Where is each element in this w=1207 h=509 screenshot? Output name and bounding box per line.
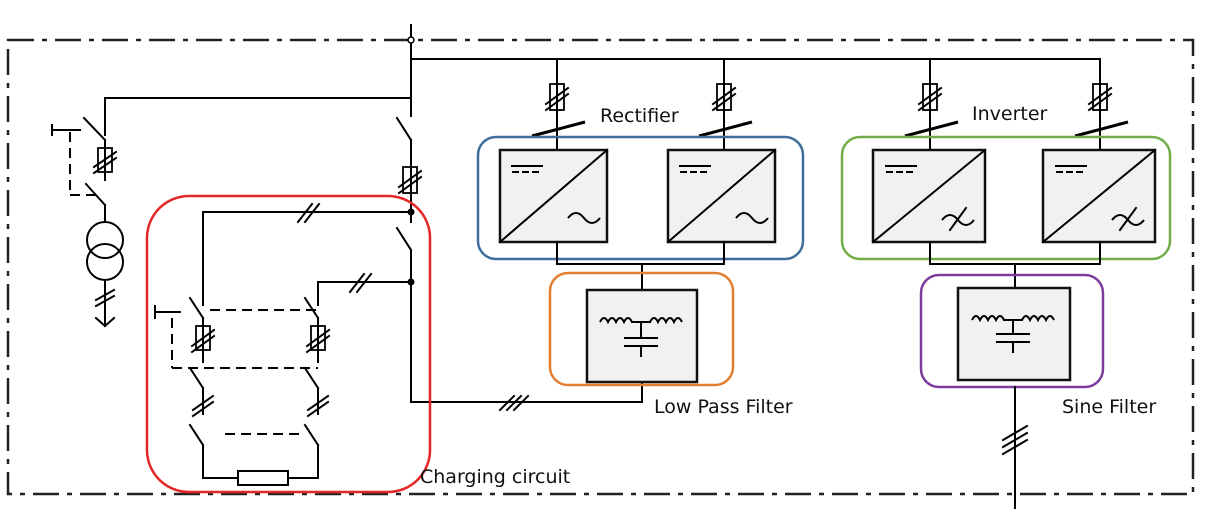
rectifier-feeder-2 xyxy=(698,58,753,151)
inverter-converter-2 xyxy=(1041,148,1157,244)
lc-filter-icon xyxy=(585,288,699,384)
resistor-icon xyxy=(237,470,289,486)
rectifier-feeder-1 xyxy=(531,58,586,151)
charging-circuit-label: Charging circuit xyxy=(420,466,571,488)
system-boundary xyxy=(6,38,1195,496)
converter-feeders xyxy=(531,58,1129,151)
transformer-icon xyxy=(86,221,124,281)
charging-circuit-group-frame xyxy=(145,194,432,494)
sine-filter-group-frame xyxy=(919,273,1105,389)
rectifier-label: Rectifier xyxy=(600,105,679,127)
inverter-group-frame xyxy=(840,135,1172,261)
ac-output xyxy=(1001,386,1029,509)
inverter-label: Inverter xyxy=(972,103,1048,125)
charging-circuit xyxy=(154,202,412,486)
transformer-branch xyxy=(51,97,124,328)
inverter-converter-1 xyxy=(871,148,987,244)
rectifier-converter-2 xyxy=(666,148,777,244)
low-pass-filter-group-frame xyxy=(548,271,735,387)
rectifier-group-frame xyxy=(476,135,805,261)
main-feeder xyxy=(104,24,1101,412)
low-pass-filter-label: Low Pass Filter xyxy=(654,396,793,418)
rectifier-converter-1 xyxy=(498,148,609,244)
inverter-feeder-2 xyxy=(1074,58,1129,151)
sine-filter-icon xyxy=(956,286,1072,382)
inverter-feeder-1 xyxy=(904,58,959,151)
sine-filter-label: Sine Filter xyxy=(1062,396,1157,418)
